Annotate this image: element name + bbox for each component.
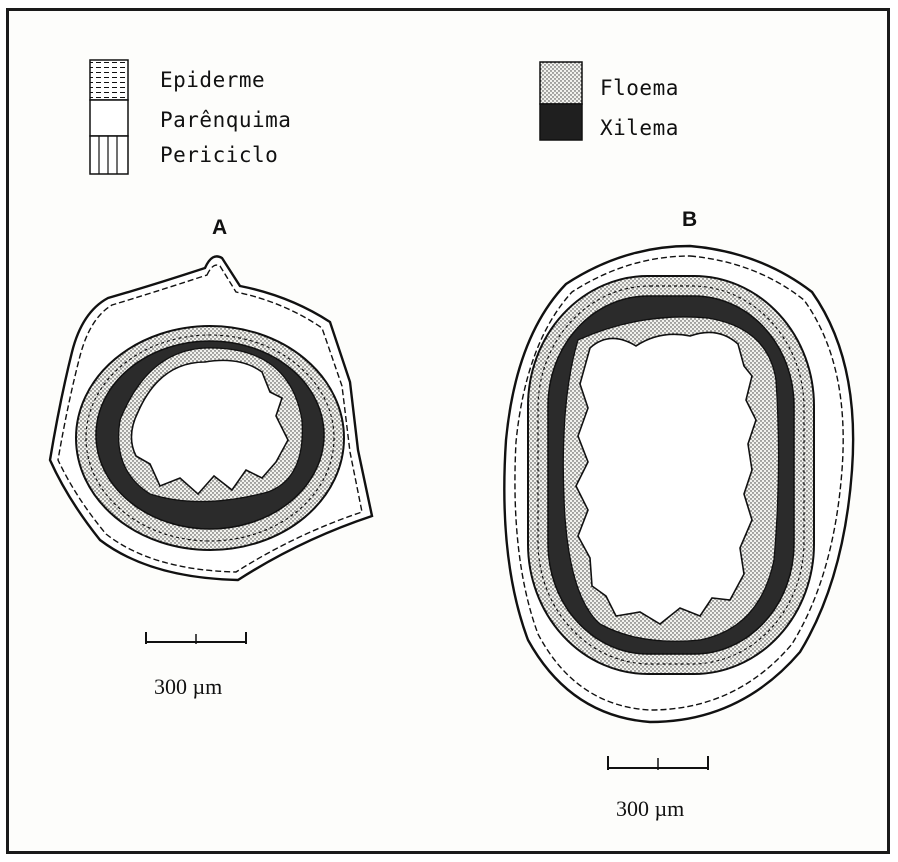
legend-label-periciclo: Periciclo: [160, 143, 278, 167]
section-a-scale-bar: [146, 632, 246, 644]
panel-label-a: A: [212, 216, 227, 240]
scale-label-b: 300 µm: [616, 796, 684, 822]
legend-label-epiderme: Epiderme: [160, 68, 265, 92]
section-b-drawing: [504, 246, 853, 722]
legend-label-parenquima: Parênquima: [160, 108, 291, 132]
parenquima-swatch-icon: [90, 100, 128, 136]
epiderme-swatch-icon: [90, 60, 128, 100]
section-b-scale-bar: [608, 756, 708, 770]
section-a-drawing: [50, 256, 372, 580]
legend-label-xilema: Xilema: [600, 116, 679, 140]
xilema-swatch-icon: [540, 104, 582, 140]
panel-label-b: B: [682, 208, 697, 232]
periciclo-swatch-icon: [90, 136, 128, 174]
floema-swatch-icon: [540, 62, 582, 104]
legend-label-floema: Floema: [600, 76, 679, 100]
scale-label-a: 300 µm: [154, 674, 222, 700]
